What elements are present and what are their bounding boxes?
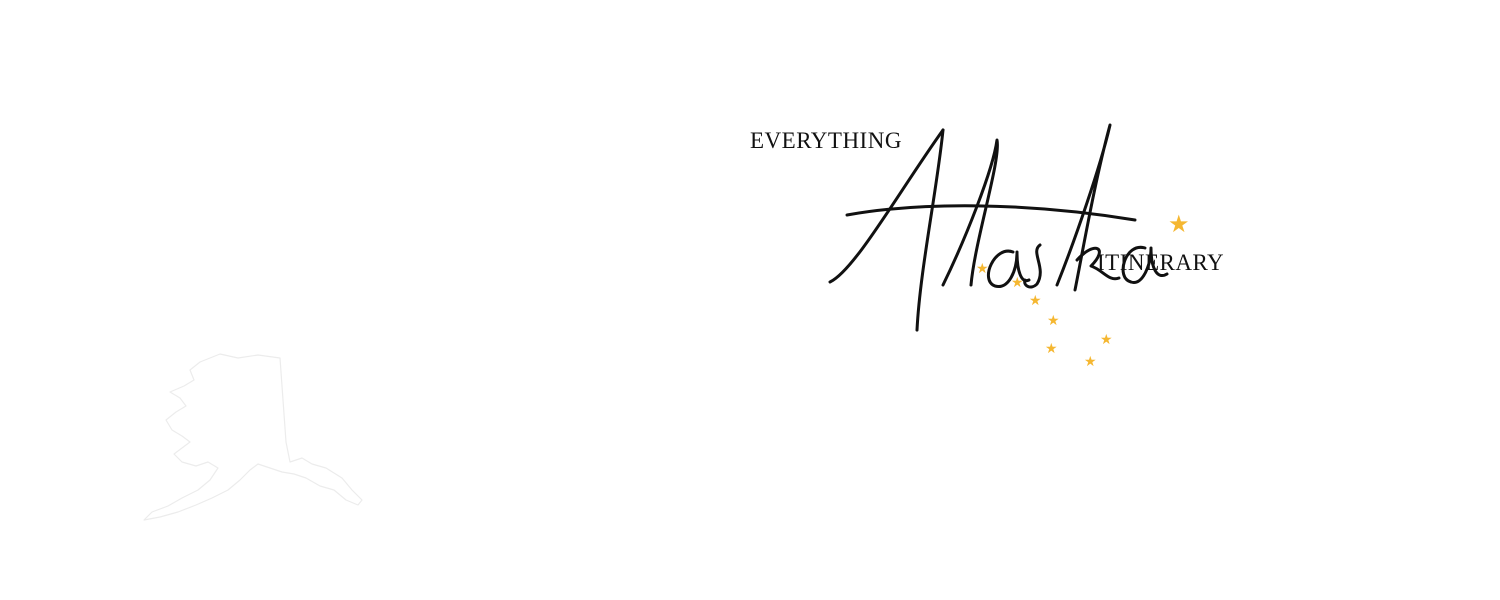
- logo-top-word: EVERYTHING: [750, 128, 902, 153]
- star-icon: ★: [1100, 332, 1113, 348]
- north-star-icon: ★: [1168, 210, 1190, 238]
- star-icon: ★: [1047, 313, 1060, 329]
- alaska-map-outline-icon: [143, 353, 363, 521]
- logo-script-word: [828, 123, 1169, 332]
- everything-alaska-itinerary-logo: EVERYTHING ITINERARY ★ ★ ★ ★ ★ ★ ★ ★: [740, 100, 1240, 390]
- star-icon: ★: [1045, 341, 1058, 357]
- star-icon: ★: [1011, 275, 1024, 291]
- logo-bottom-word: ITINERARY: [1097, 250, 1225, 275]
- star-icon: ★: [1029, 293, 1042, 309]
- star-icon: ★: [1084, 354, 1097, 370]
- star-icon: ★: [976, 261, 989, 277]
